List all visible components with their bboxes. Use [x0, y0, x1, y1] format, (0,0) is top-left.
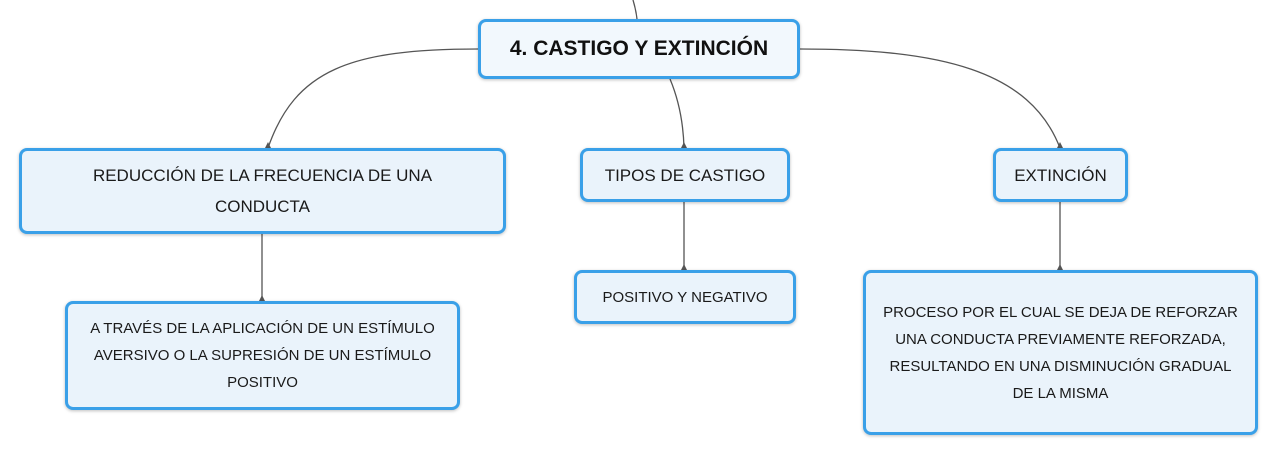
arrowhead-extincion [1057, 142, 1063, 148]
branch-node-reduccion[interactable]: REDUCCIÓN DE LA FRECUENCIA DE UNA CONDUC… [19, 148, 506, 234]
connector-parent-to-root [632, 0, 638, 20]
connector-root-to-tipos [669, 78, 685, 149]
root-node-label: 4. CASTIGO Y EXTINCIÓN [509, 37, 769, 60]
detail-node-a-traves[interactable]: A TRAVÉS DE LA APLICACIÓN DE UN ESTÍMULO… [65, 301, 460, 410]
branch-node-label: TIPOS DE CASTIGO [604, 165, 766, 185]
detail-node-label: A TRAVÉS DE LA APLICACIÓN DE UN ESTÍMULO… [90, 320, 435, 391]
branch-node-tipos-de-castigo[interactable]: TIPOS DE CASTIGO [580, 148, 790, 202]
branch-node-label: REDUCCIÓN DE LA FRECUENCIA DE UNA CONDUC… [92, 166, 433, 216]
arrowhead-positivo [681, 264, 687, 270]
arrowhead-atraves [259, 295, 265, 301]
detail-node-positivo-y-negativo[interactable]: POSITIVO Y NEGATIVO [574, 270, 796, 324]
arrowhead-proceso [1057, 264, 1063, 270]
detail-node-label: PROCESO POR EL CUAL SE DEJA DE REFORZAR … [883, 303, 1238, 402]
detail-node-proceso[interactable]: PROCESO POR EL CUAL SE DEJA DE REFORZAR … [863, 270, 1258, 435]
arrowhead-tipos [681, 142, 687, 148]
connector-root-to-extincion [799, 48, 1061, 149]
branch-node-label: EXTINCIÓN [1014, 165, 1107, 185]
connector-root-to-reduccion [267, 48, 479, 149]
detail-node-label: POSITIVO Y NEGATIVO [602, 288, 768, 306]
arrowhead-reduccion [265, 142, 271, 148]
root-node[interactable]: 4. CASTIGO Y EXTINCIÓN [478, 19, 800, 79]
branch-node-extincion[interactable]: EXTINCIÓN [993, 148, 1128, 202]
